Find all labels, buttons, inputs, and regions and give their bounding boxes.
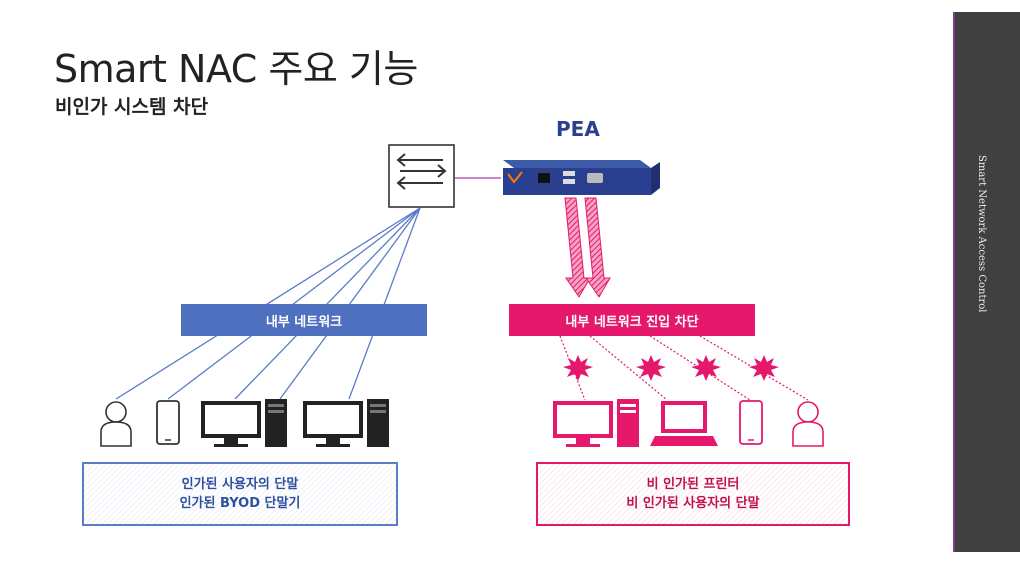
desktop-computer-icon <box>201 399 287 447</box>
unauthorized-line-2: 비 인가된 사용자의 단말 <box>626 496 760 511</box>
sidebar-label: Smart Network Access Control <box>976 155 987 313</box>
user-icon <box>792 401 824 447</box>
block-links <box>559 335 809 401</box>
block-access-band: 내부 네트워크 진입 차단 <box>509 304 755 336</box>
pea-label: PEA <box>556 117 600 141</box>
unauthorized-devices-box: 비 인가된 프린터 비 인가된 사용자의 단말 <box>536 462 850 526</box>
down-arrow-icon <box>564 197 611 298</box>
page-subtitle: 비인가 시스템 차단 <box>55 96 209 118</box>
authorized-line-2: 인가된 BYOD 단말기 <box>179 496 301 511</box>
authorized-devices-box: 인가된 사용자의 단말 인가된 BYOD 단말기 <box>82 462 398 526</box>
unauthorized-line-1: 비 인가된 프린터 <box>646 477 740 492</box>
switch-links <box>115 207 421 400</box>
user-icon <box>100 401 132 447</box>
sidebar-panel <box>953 12 1020 552</box>
page-title: Smart NAC 주요 기능 <box>54 47 418 91</box>
desktop-computer-icon <box>553 399 639 447</box>
desktop-computer-icon <box>303 399 389 447</box>
smartphone-icon <box>156 400 180 445</box>
pea-appliance-icon <box>503 160 660 195</box>
laptop-icon <box>650 401 718 446</box>
block-burst-icon <box>563 355 779 381</box>
network-switch-icon <box>388 144 455 208</box>
authorized-line-1: 인가된 사용자의 단말 <box>181 477 299 492</box>
internal-network-band: 내부 네트워크 <box>181 304 427 336</box>
smartphone-icon <box>739 400 763 445</box>
